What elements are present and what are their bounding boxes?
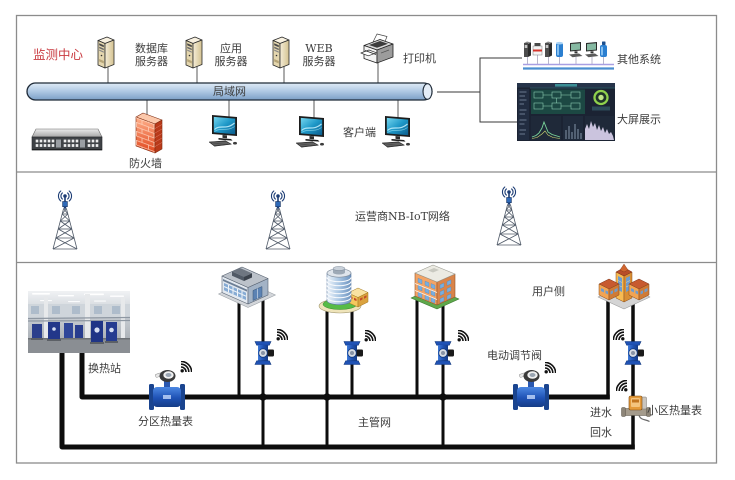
electric-control-valve-label: 电动调节阀: [487, 349, 542, 362]
wireless-signal-icon: [276, 329, 288, 341]
other-systems-label: 其他系统: [617, 53, 661, 66]
supply-water-label: 进水: [590, 406, 612, 419]
label-line: 应用: [220, 42, 242, 55]
printer-icon: [360, 33, 396, 67]
lan-bus-end-cap: [422, 83, 433, 100]
desktop-computer-icon: [208, 114, 240, 147]
wireless-signal-icon: [616, 380, 628, 392]
office-building-icon: [218, 264, 276, 310]
desktop-computer-icon: [381, 115, 413, 148]
monitoring-center-title: 监测中心: [33, 47, 84, 62]
big-screen-label: 大屏展示: [617, 113, 661, 126]
firewall-label: 防火墙: [129, 157, 162, 170]
other-systems-icon: [521, 39, 615, 71]
return-water-label: 回水: [590, 426, 612, 439]
heat-exchange-station-photo: [28, 291, 130, 353]
clients-label: 客户端: [343, 126, 376, 139]
water-meter-icon: [434, 340, 456, 366]
cell-tower-icon: [50, 190, 80, 250]
external-system-links: [437, 57, 522, 123]
water-pipe-network: [59, 299, 635, 450]
dashboard-screen-icon: [517, 83, 615, 141]
wireless-signal-icon: [457, 330, 469, 342]
database-server-label: 数据库 服务器: [135, 42, 168, 68]
flow-meter-icon: [512, 367, 550, 411]
label-line: 服务器: [214, 55, 248, 68]
apartment-building-icon: [410, 262, 460, 310]
community-heat-meter-label: 小区热量表: [647, 404, 702, 417]
lan-drop-lines: [107, 63, 399, 118]
label-line: 服务器: [135, 55, 168, 68]
supply-main-pipe: [79, 353, 610, 400]
user-side-label: 用户侧: [532, 285, 565, 298]
wireless-signal-icon: [613, 329, 625, 341]
cell-tower-icon: [494, 186, 524, 246]
heat-exchange-station-label: 换热站: [88, 362, 121, 375]
label-line: 数据库: [135, 42, 168, 55]
network-switch-icon: [31, 128, 103, 152]
wireless-signal-icon: [544, 362, 556, 374]
water-meter-icon: [254, 340, 276, 366]
heat-meter-icon: [621, 393, 651, 423]
cell-tower-icon: [263, 190, 293, 250]
server-icon: [272, 35, 290, 69]
desktop-computer-icon: [295, 115, 327, 148]
main-pipe-network-label: 主管网: [358, 416, 391, 429]
label-line: WEB: [305, 42, 333, 55]
round-tower-building-icon: [318, 264, 370, 314]
residential-complex-icon: [597, 262, 651, 310]
lan-bus-label: 局域网: [213, 85, 246, 98]
wireless-signal-icon: [180, 361, 192, 373]
external-systems-bracket: [479, 57, 522, 123]
pipe-junction: [323, 393, 331, 401]
label-line: 服务器: [302, 55, 336, 68]
pipe-junction: [439, 393, 447, 401]
web-server-label: WEB 服务器: [302, 42, 336, 68]
application-server-label: 应用 服务器: [214, 42, 248, 68]
pipe-junction: [259, 393, 267, 401]
outer-frame: [15, 14, 718, 464]
server-icon: [185, 35, 203, 69]
carrier-network-label: 运营商NB-IoT网络: [355, 210, 450, 223]
water-meter-icon: [343, 340, 365, 366]
printer-label: 打印机: [403, 52, 436, 65]
water-meter-icon: [624, 340, 646, 366]
firewall-icon: [135, 112, 163, 154]
flow-meter-icon: [148, 367, 186, 411]
wireless-signal-icon: [364, 330, 376, 342]
server-icon: [97, 35, 115, 69]
zone-heat-meter-label: 分区热量表: [138, 415, 193, 428]
lan-bus: [26, 82, 433, 101]
